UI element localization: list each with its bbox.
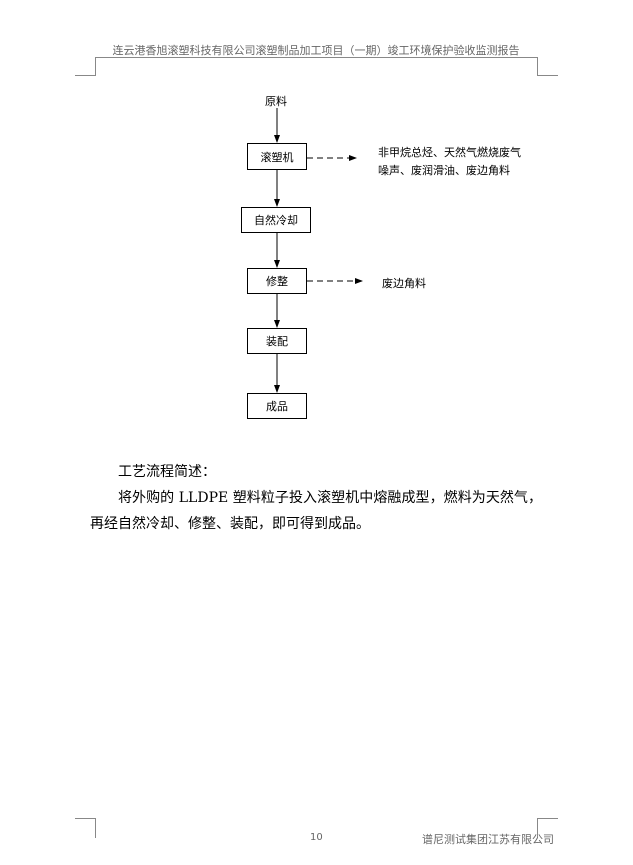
corner-mark <box>537 57 538 75</box>
rotomolder-emissions-1: 非甲烷总烃、天然气燃烧废气 <box>378 146 521 159</box>
page-header: 连云港香旭滚塑科技有限公司滚塑制品加工项目（一期）竣工环境保护验收监测报告 <box>112 44 520 57</box>
corner-mark <box>537 818 538 838</box>
header-rule <box>95 57 537 58</box>
footer-company: 谱尼测试集团江苏有限公司 <box>422 833 554 846</box>
corner-mark <box>95 57 96 75</box>
section-heading: 工艺流程简述： <box>118 464 216 480</box>
rotomolder-emissions-2: 噪声、废润滑油、废边角料 <box>378 164 510 177</box>
corner-mark <box>95 818 96 838</box>
trimming-waste: 废边角料 <box>382 277 426 290</box>
flow-step-cooling: 自然冷却 <box>241 207 311 233</box>
flow-step-trimming: 修整 <box>247 268 307 294</box>
corner-mark <box>537 818 558 819</box>
flow-input: 原料 <box>265 95 287 108</box>
page-number: 10 <box>310 832 323 843</box>
corner-mark <box>75 75 96 76</box>
flow-step-assembly: 装配 <box>247 328 307 354</box>
process-description: 将外购的 LLDPE 塑料粒子投入滚塑机中熔融成型，燃料为天然气，再经自然冷却、… <box>90 490 542 532</box>
corner-mark <box>537 75 558 76</box>
corner-mark <box>75 818 96 819</box>
flow-step-product: 成品 <box>247 393 307 419</box>
flow-step-rotomolder: 滚塑机 <box>247 143 307 170</box>
